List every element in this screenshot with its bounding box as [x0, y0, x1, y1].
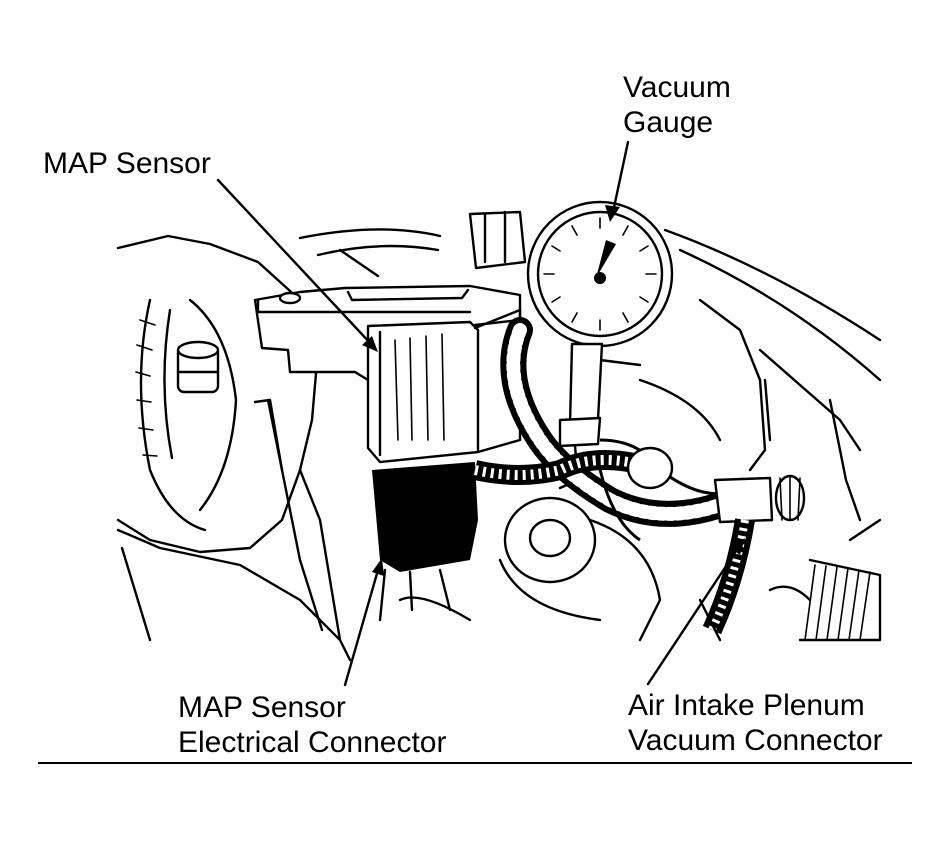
connector-leader [343, 568, 380, 687]
bottom-rule [38, 762, 912, 764]
air-intake-leader [646, 546, 740, 686]
electrical-connector-label-line1: MAP Sensor [178, 691, 346, 724]
leader-lines [216, 140, 745, 687]
map-sensor-label: MAP Sensor [43, 146, 211, 181]
vacuum-gauge-label: Vacuum Gauge [623, 70, 731, 140]
air-intake-label: Air Intake Plenum Vacuum Connector [628, 688, 883, 758]
vacuum-gauge-label-line1: Vacuum [623, 71, 731, 104]
engine-background [298, 228, 882, 522]
vacuum-hoses [472, 317, 733, 542]
map-sensor-drawing [253, 284, 522, 622]
vacuum-gauge-leader [611, 140, 630, 214]
vacuum-gauge-label-line2: Gauge [623, 106, 714, 139]
electrical-connector-label-line2: Electrical Connector [178, 726, 447, 759]
map-sensor-leader [216, 178, 374, 347]
electrical-connector-label: MAP Sensor Electrical Connector [178, 690, 446, 760]
air-intake-label-line2: Vacuum Connector [628, 724, 883, 757]
air-intake-label-line1: Air Intake Plenum [628, 689, 865, 722]
vacuum-gauge-drawing [468, 200, 674, 490]
map-sensor-label-text: MAP Sensor [43, 147, 211, 180]
alternator-drawing [116, 234, 352, 662]
air-intake-plenum [498, 446, 882, 642]
